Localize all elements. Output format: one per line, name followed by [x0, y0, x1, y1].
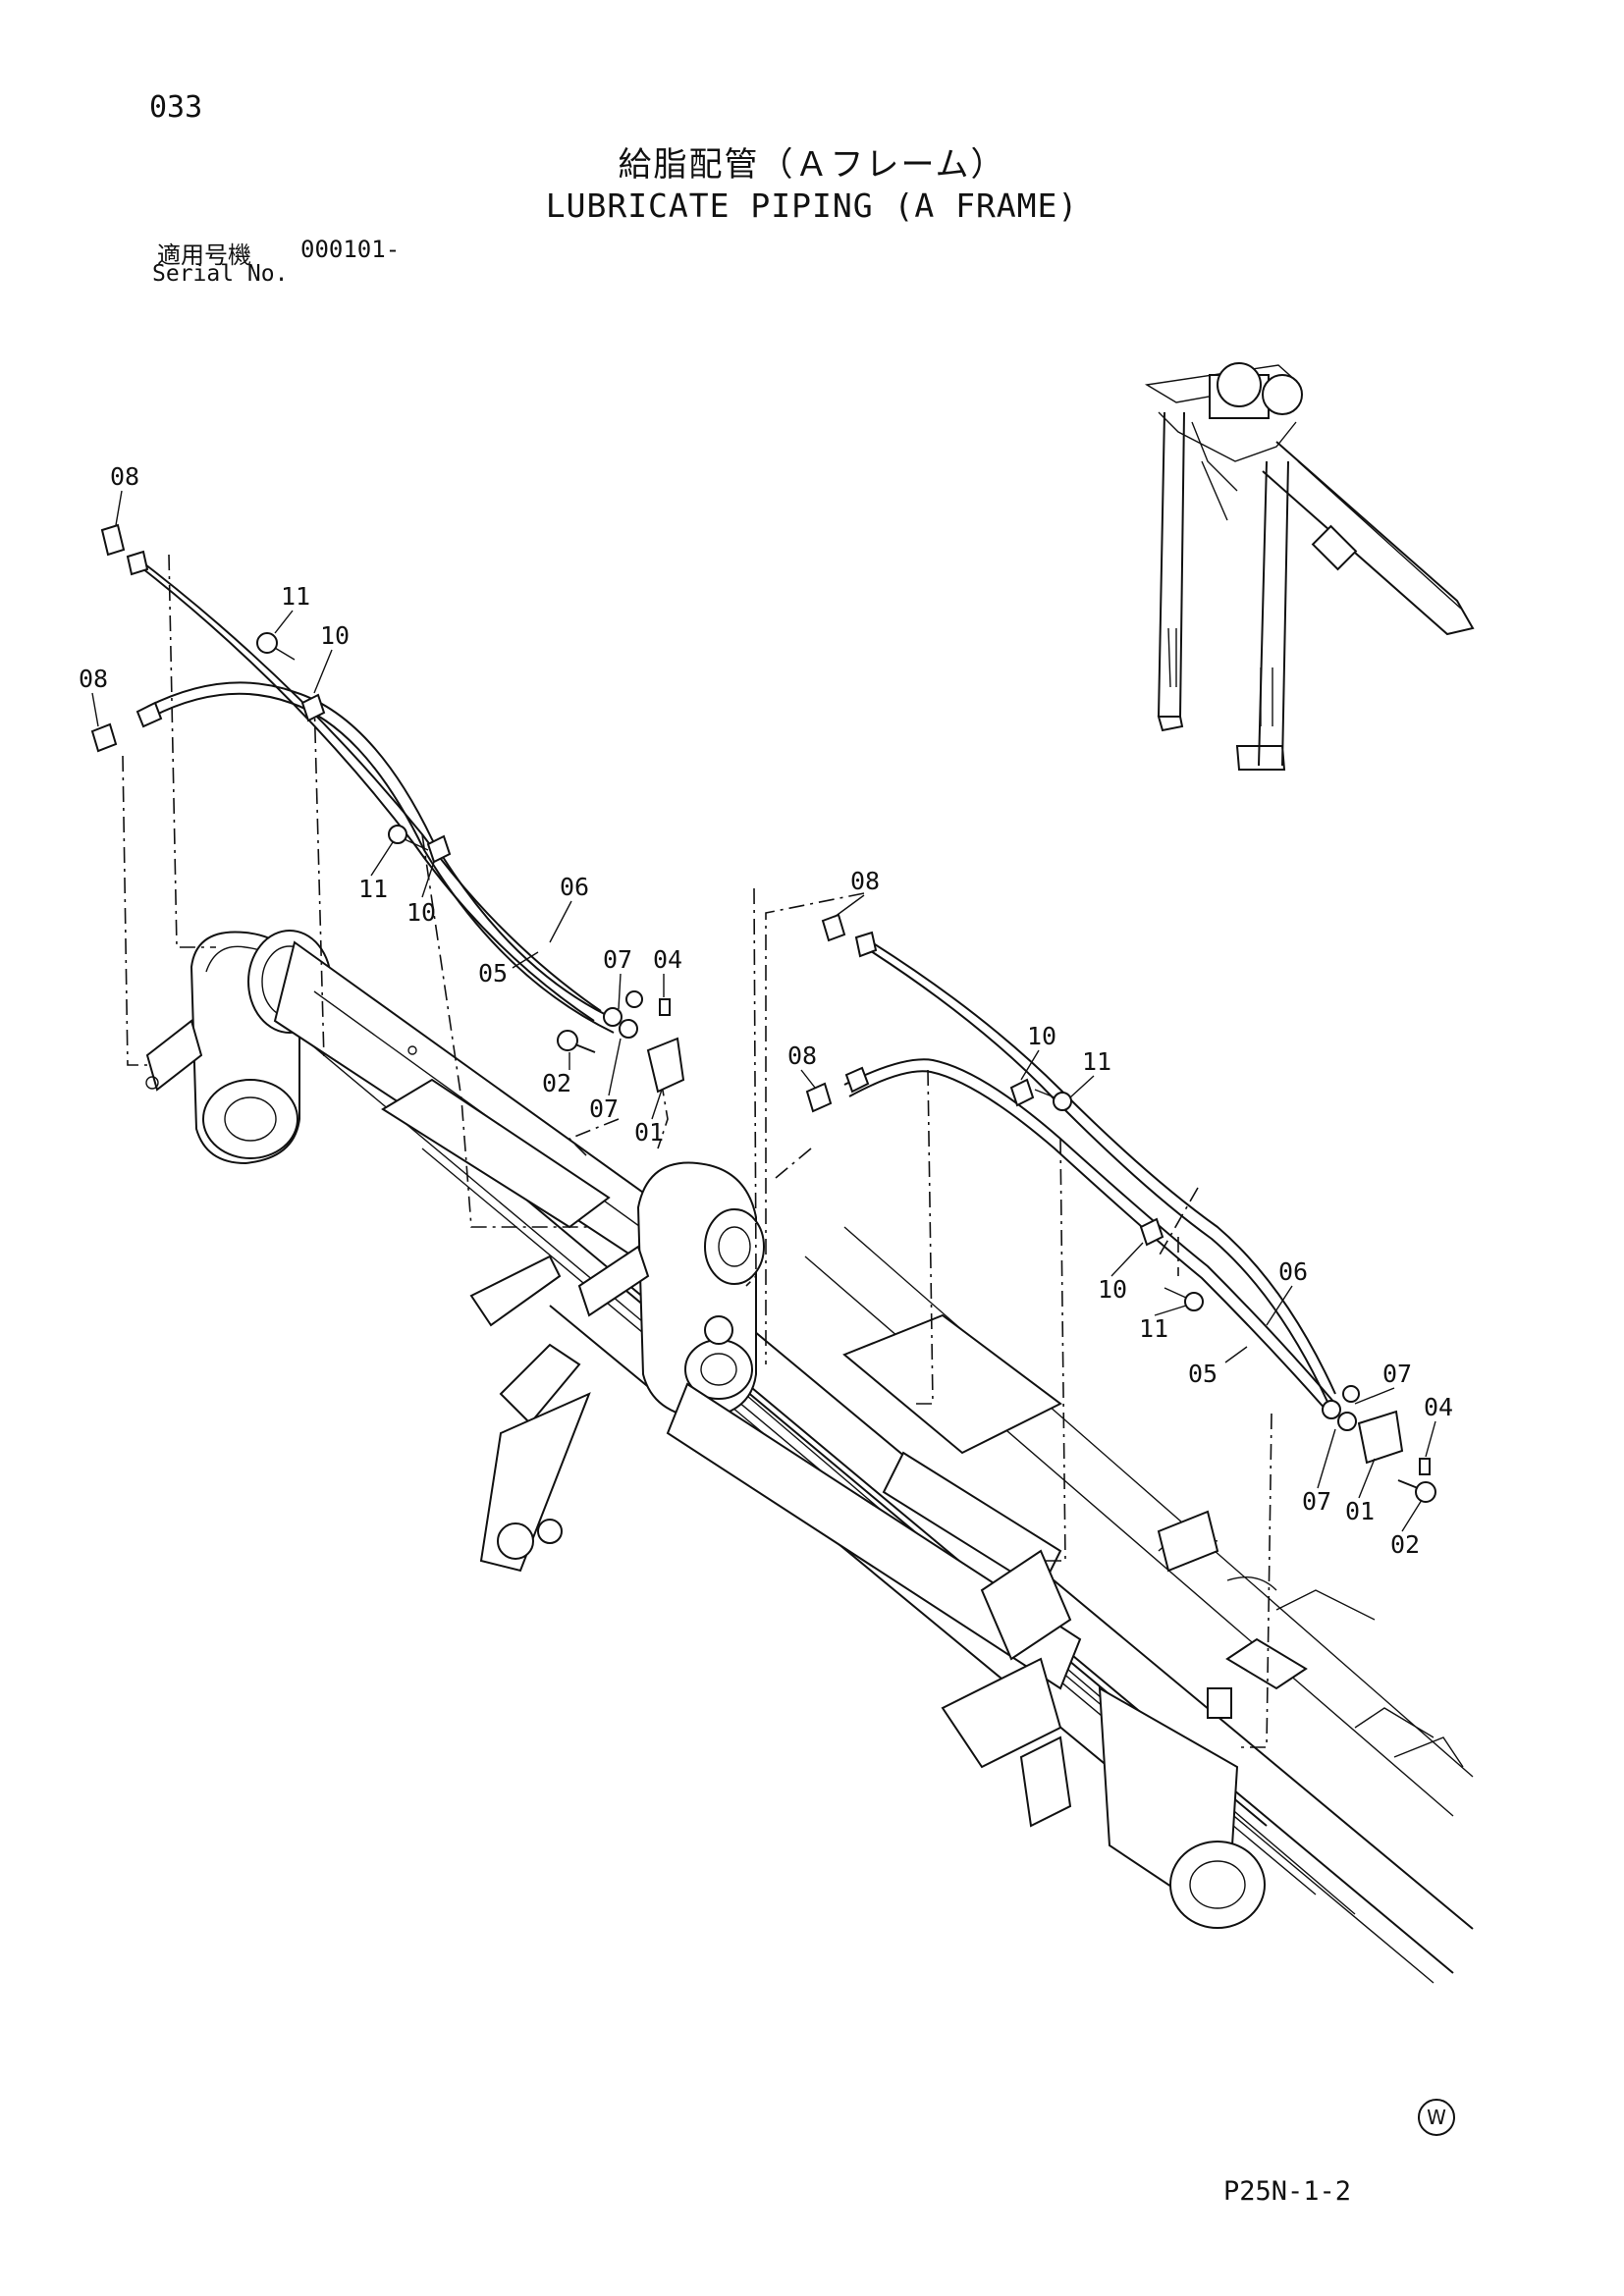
page-number: 033 [149, 90, 203, 125]
connector-07-left [603, 990, 643, 1039]
w-circle-mark: W [1418, 2099, 1455, 2136]
callout-07-right-a: 07 [1382, 1360, 1412, 1388]
page-title-english: LUBRICATE PIPING (A FRAME) [545, 187, 1079, 225]
serial-label-english: Serial No. [152, 261, 289, 287]
callout-02-left: 02 [542, 1069, 571, 1097]
callout-07-left-b: 07 [589, 1095, 619, 1123]
drawing-code: P25N-1-2 [1223, 2176, 1352, 2207]
callout-10-right-mid: 10 [1098, 1275, 1127, 1304]
callout-05-right: 05 [1188, 1360, 1218, 1388]
clamp-10-left-mid [426, 834, 452, 864]
bolt-02-left [557, 1030, 596, 1053]
grease-nipple-04-left [659, 998, 671, 1016]
callout-10-left-upper: 10 [320, 621, 350, 650]
inset-overview-illustration [1144, 362, 1475, 771]
callout-08-left-upper: 08 [110, 462, 139, 491]
callout-08-left-lower: 08 [79, 665, 108, 693]
clamp-10-right-mid [1139, 1217, 1164, 1247]
callout-11-right-mid: 11 [1139, 1314, 1168, 1343]
callout-07-right-b: 07 [1302, 1487, 1331, 1516]
fitting-08-left-upper [100, 523, 149, 576]
callout-08-right-lower: 08 [787, 1041, 817, 1070]
callout-06-left: 06 [560, 873, 589, 901]
fitting-08-right-upper [821, 913, 878, 958]
page-title-japanese: 給脂配管（Ａフレーム） [618, 145, 1006, 185]
callout-11-right-upper: 11 [1082, 1047, 1111, 1076]
clamp-10-left-upper [300, 693, 326, 722]
callout-10-right-upper: 10 [1027, 1022, 1056, 1050]
bracket-01-left [646, 1037, 685, 1094]
callout-leader-lines [91, 490, 1436, 1532]
callout-08-right-upper: 08 [850, 867, 880, 895]
callout-01-right: 01 [1345, 1497, 1375, 1525]
bracket-01-right [1357, 1410, 1404, 1465]
callout-07-left-a: 07 [603, 945, 632, 974]
callout-02-right: 02 [1390, 1530, 1420, 1559]
callout-01-left: 01 [634, 1118, 664, 1147]
fitting-08-right-lower [805, 1066, 870, 1113]
callout-labels: 08 11 10 08 11 10 06 05 07 04 02 07 01 0… [79, 462, 1453, 1559]
callout-10-left-mid: 10 [406, 898, 436, 927]
connector-07-right [1322, 1385, 1360, 1431]
left-piping-group [90, 523, 685, 1094]
fitting-08-left-lower [90, 701, 163, 753]
right-piping-group [805, 913, 1436, 1503]
bolt-02-right [1397, 1479, 1436, 1503]
callout-05-left: 05 [478, 959, 508, 988]
center-sheave-housing [577, 1161, 765, 1420]
bolt-11-right-upper [1034, 1089, 1072, 1111]
callout-04-right: 04 [1424, 1393, 1453, 1421]
clamp-10-right-upper [1009, 1078, 1035, 1107]
callout-11-left-mid: 11 [358, 875, 388, 903]
bolt-11-right-mid [1164, 1287, 1204, 1311]
serial-label-japanese: 適用号機 [157, 241, 251, 269]
serial-number-value: 000101- [300, 236, 401, 263]
bolt-11-left-upper [256, 632, 296, 661]
callout-06-right: 06 [1278, 1257, 1308, 1286]
a-frame-structure [145, 930, 1474, 1984]
reference-lines [122, 554, 1272, 1748]
lower-boom-assembly [666, 1313, 1277, 1929]
callout-11-left-upper: 11 [281, 582, 310, 611]
callout-04-left: 04 [653, 945, 682, 974]
bolt-11-left-mid [388, 825, 429, 851]
grease-nipple-04-right [1419, 1458, 1431, 1475]
left-leg-brackets [469, 1255, 591, 1573]
right-side-plates [1157, 1510, 1464, 1768]
